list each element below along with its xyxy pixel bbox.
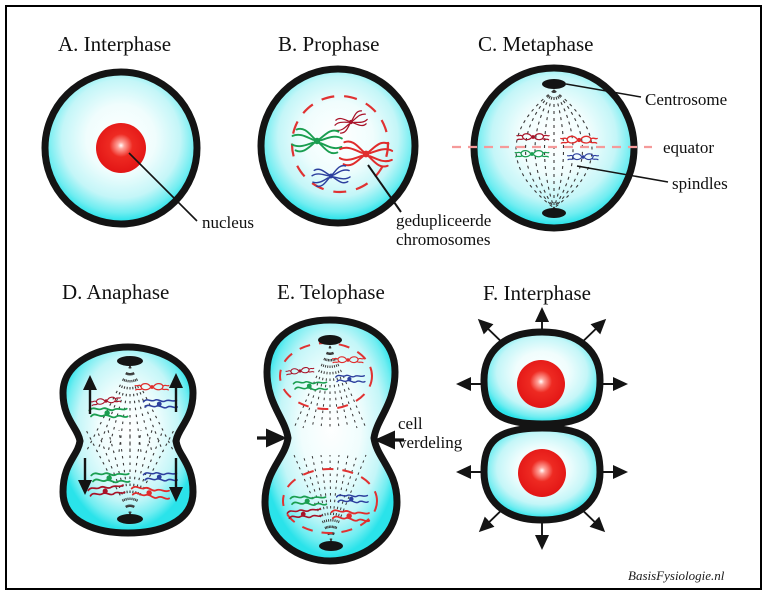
spindles-leader-line — [576, 165, 669, 183]
panel-d-anaphase — [59, 343, 197, 537]
panel-f-interphase — [456, 307, 628, 550]
nucleus-top — [517, 360, 565, 408]
centrosome-leader-line — [565, 83, 642, 98]
panel-e-title: E. Telophase — [277, 280, 385, 304]
nuclear-envelope-bottom — [282, 468, 378, 534]
nucleus-bottom — [518, 449, 566, 497]
panel-c-metaphase — [452, 64, 669, 232]
duplicated-chromosomes-label: gedupliceerde chromosomes — [396, 211, 492, 250]
panel-f-title: F. Interphase — [483, 281, 591, 305]
spindles-label: spindles — [672, 174, 728, 193]
watermark: BasisFysiologie.nl — [628, 568, 725, 583]
cell-membrane — [261, 316, 401, 565]
spindle-fibers-top — [85, 365, 175, 453]
panel-e-telophase — [257, 316, 404, 565]
centrosome-bottom — [117, 514, 143, 524]
nucleus-leader-line — [128, 152, 198, 222]
panel-b-prophase — [257, 65, 419, 227]
centrosome-label: Centrosome — [645, 90, 728, 109]
centrosome-top — [318, 335, 342, 345]
spindle-fibers-top — [293, 345, 367, 429]
centrosome-top — [542, 79, 566, 89]
chromosomes-leader-line — [367, 164, 402, 213]
nucleus-circle — [96, 123, 146, 173]
panel-a-interphase — [41, 68, 201, 228]
spindle-fibers-bottom — [85, 429, 175, 515]
panel-d-title: D. Anaphase — [62, 280, 170, 304]
cell-membrane — [257, 65, 419, 227]
spindle-fibers — [515, 89, 593, 209]
cell-membrane — [59, 343, 197, 537]
centrosome-top — [117, 356, 143, 366]
equator-label: equator — [663, 138, 714, 157]
centrosome-bottom — [542, 208, 566, 218]
panel-c-title: C. Metaphase — [478, 32, 594, 56]
centrosome-bottom — [319, 541, 343, 551]
panel-b-title: B. Prophase — [278, 32, 380, 56]
panel-a-title: A. Interphase — [58, 32, 172, 56]
cell-division-label: cell verdeling — [398, 414, 463, 453]
pull-arrows — [78, 373, 183, 502]
nucleus-label: nucleus — [202, 213, 254, 232]
cleavage-arrows — [257, 428, 404, 450]
